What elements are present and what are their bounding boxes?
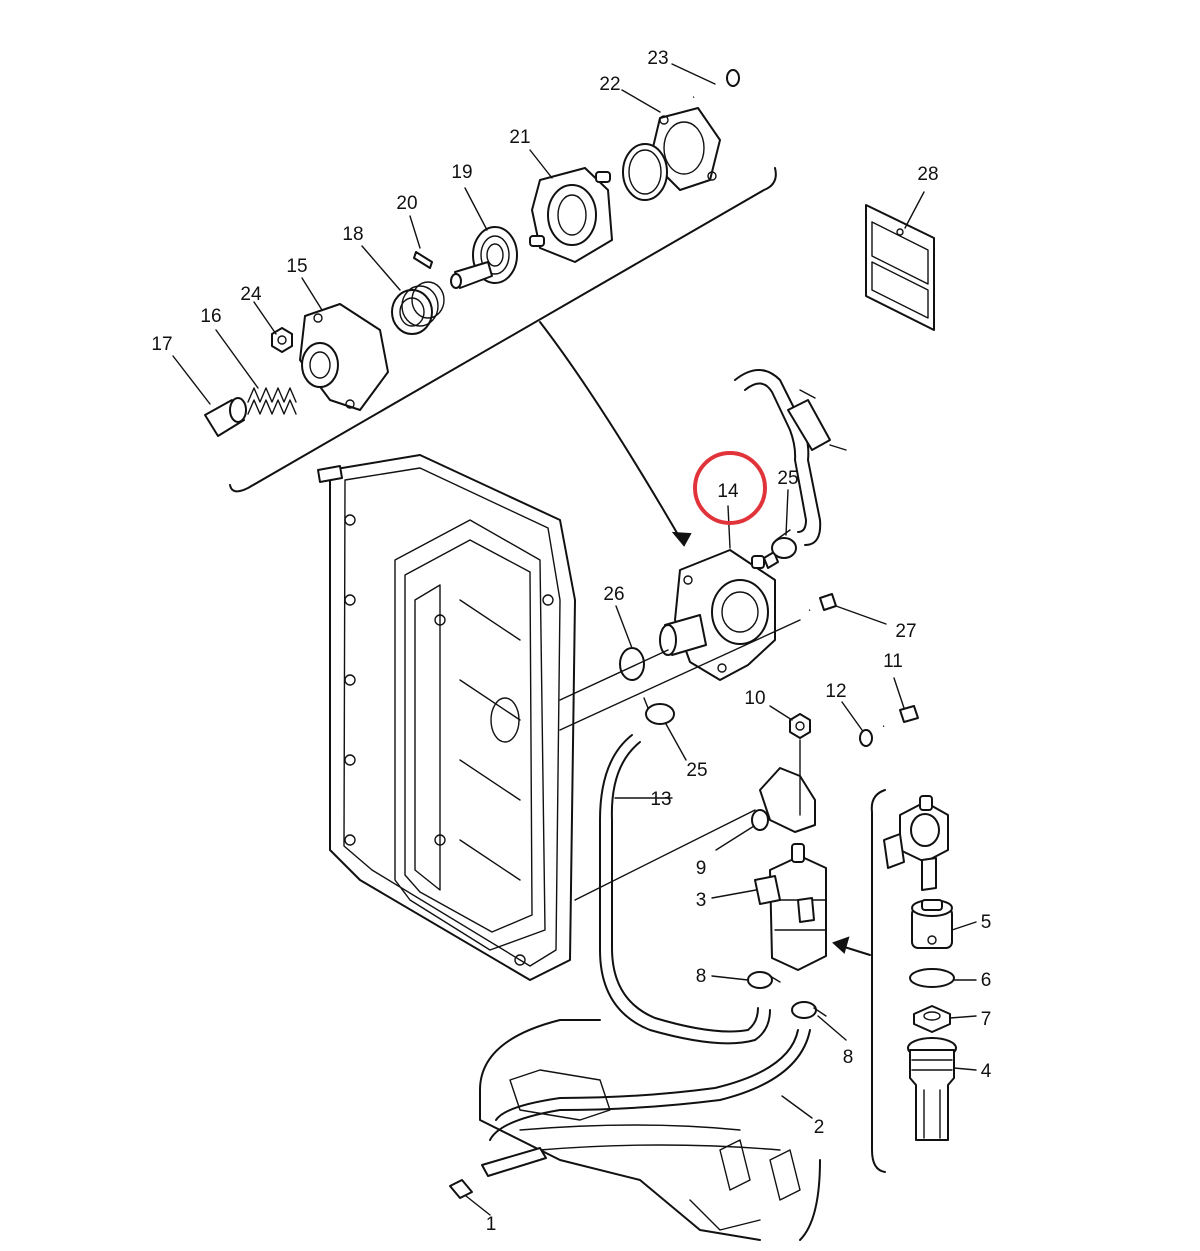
callout-17: 17 — [151, 334, 172, 355]
detail-bracket-right — [832, 789, 886, 1173]
callout-24: 24 — [240, 284, 262, 305]
part-23-screw — [693, 69, 740, 99]
part-15-pump-body — [299, 303, 389, 411]
part-27-bolt — [809, 593, 837, 612]
callout-4: 4 — [981, 1061, 992, 1082]
cylinder-block — [317, 454, 576, 981]
part-7-nut — [913, 1005, 951, 1033]
callout-6: 6 — [981, 970, 992, 991]
part-8-clip-left — [747, 971, 781, 989]
callout-27: 27 — [895, 621, 916, 642]
part-4-filter-cup — [907, 1037, 957, 1141]
part-22-cover — [622, 107, 721, 201]
part-26-oring — [619, 647, 645, 681]
callout-20: 20 — [396, 193, 417, 214]
part-21-housing — [529, 167, 613, 263]
part-13-hose — [599, 734, 771, 1045]
part-17-plunger — [204, 397, 247, 437]
callout-8: 8 — [696, 966, 707, 987]
part-18-spring — [391, 281, 445, 335]
callout-5: 5 — [981, 912, 992, 933]
part-25-clip-lower — [643, 697, 675, 725]
callout-2: 2 — [814, 1117, 825, 1138]
part-24-nut — [271, 327, 293, 353]
detail-fitting — [883, 795, 949, 891]
callout-15: 15 — [286, 256, 307, 277]
part-20-pin — [413, 251, 433, 269]
callout-12: 12 — [825, 681, 846, 702]
callout-9: 9 — [696, 858, 707, 879]
part-3-fuel-filter — [754, 843, 827, 971]
callout-25: 25 — [686, 760, 707, 781]
part-28-label — [865, 204, 935, 331]
callout-14: 14 — [717, 481, 739, 502]
part-16-spring — [247, 387, 297, 415]
part-2-hose — [489, 1029, 811, 1141]
part-19-diaphragm — [450, 226, 518, 289]
highlight-circle-part-14 — [693, 451, 767, 525]
part-12-washer — [859, 729, 873, 747]
callout-22: 22 — [599, 74, 620, 95]
callout-21: 21 — [509, 127, 530, 148]
part-14-fuel-pump — [659, 549, 779, 681]
callout-11: 11 — [883, 651, 903, 672]
callout-labels: 1 2 3 4 5 6 7 8 8 9 10 11 12 13 14 15 16… — [151, 48, 991, 1235]
part-5-element — [911, 899, 953, 949]
filter-bracket — [751, 739, 816, 833]
part-6-oring — [909, 968, 955, 988]
callout-13: 13 — [650, 789, 671, 810]
part-11-bolt — [883, 705, 919, 728]
callout-1: 1 — [486, 1214, 497, 1235]
part-10-nut — [789, 713, 811, 739]
upper-hose — [734, 369, 847, 546]
part-8-clip-right — [791, 1001, 827, 1019]
part-1-screw — [449, 1179, 491, 1216]
callout-7: 7 — [981, 1009, 992, 1030]
callout-3: 3 — [696, 890, 707, 911]
callout-10: 10 — [744, 688, 765, 709]
callout-16: 16 — [200, 306, 221, 327]
callout-25: 25 — [777, 468, 798, 489]
callout-26: 26 — [603, 584, 624, 605]
callout-19: 19 — [451, 162, 472, 183]
callout-18: 18 — [342, 224, 363, 245]
exploded-view-bracket — [229, 167, 777, 547]
callout-23: 23 — [647, 48, 668, 69]
lower-cowling — [479, 1019, 821, 1241]
part-25-clip-upper — [771, 529, 797, 559]
leader-lines — [172, 63, 977, 1119]
callout-8: 8 — [843, 1047, 854, 1068]
callout-28: 28 — [917, 164, 938, 185]
